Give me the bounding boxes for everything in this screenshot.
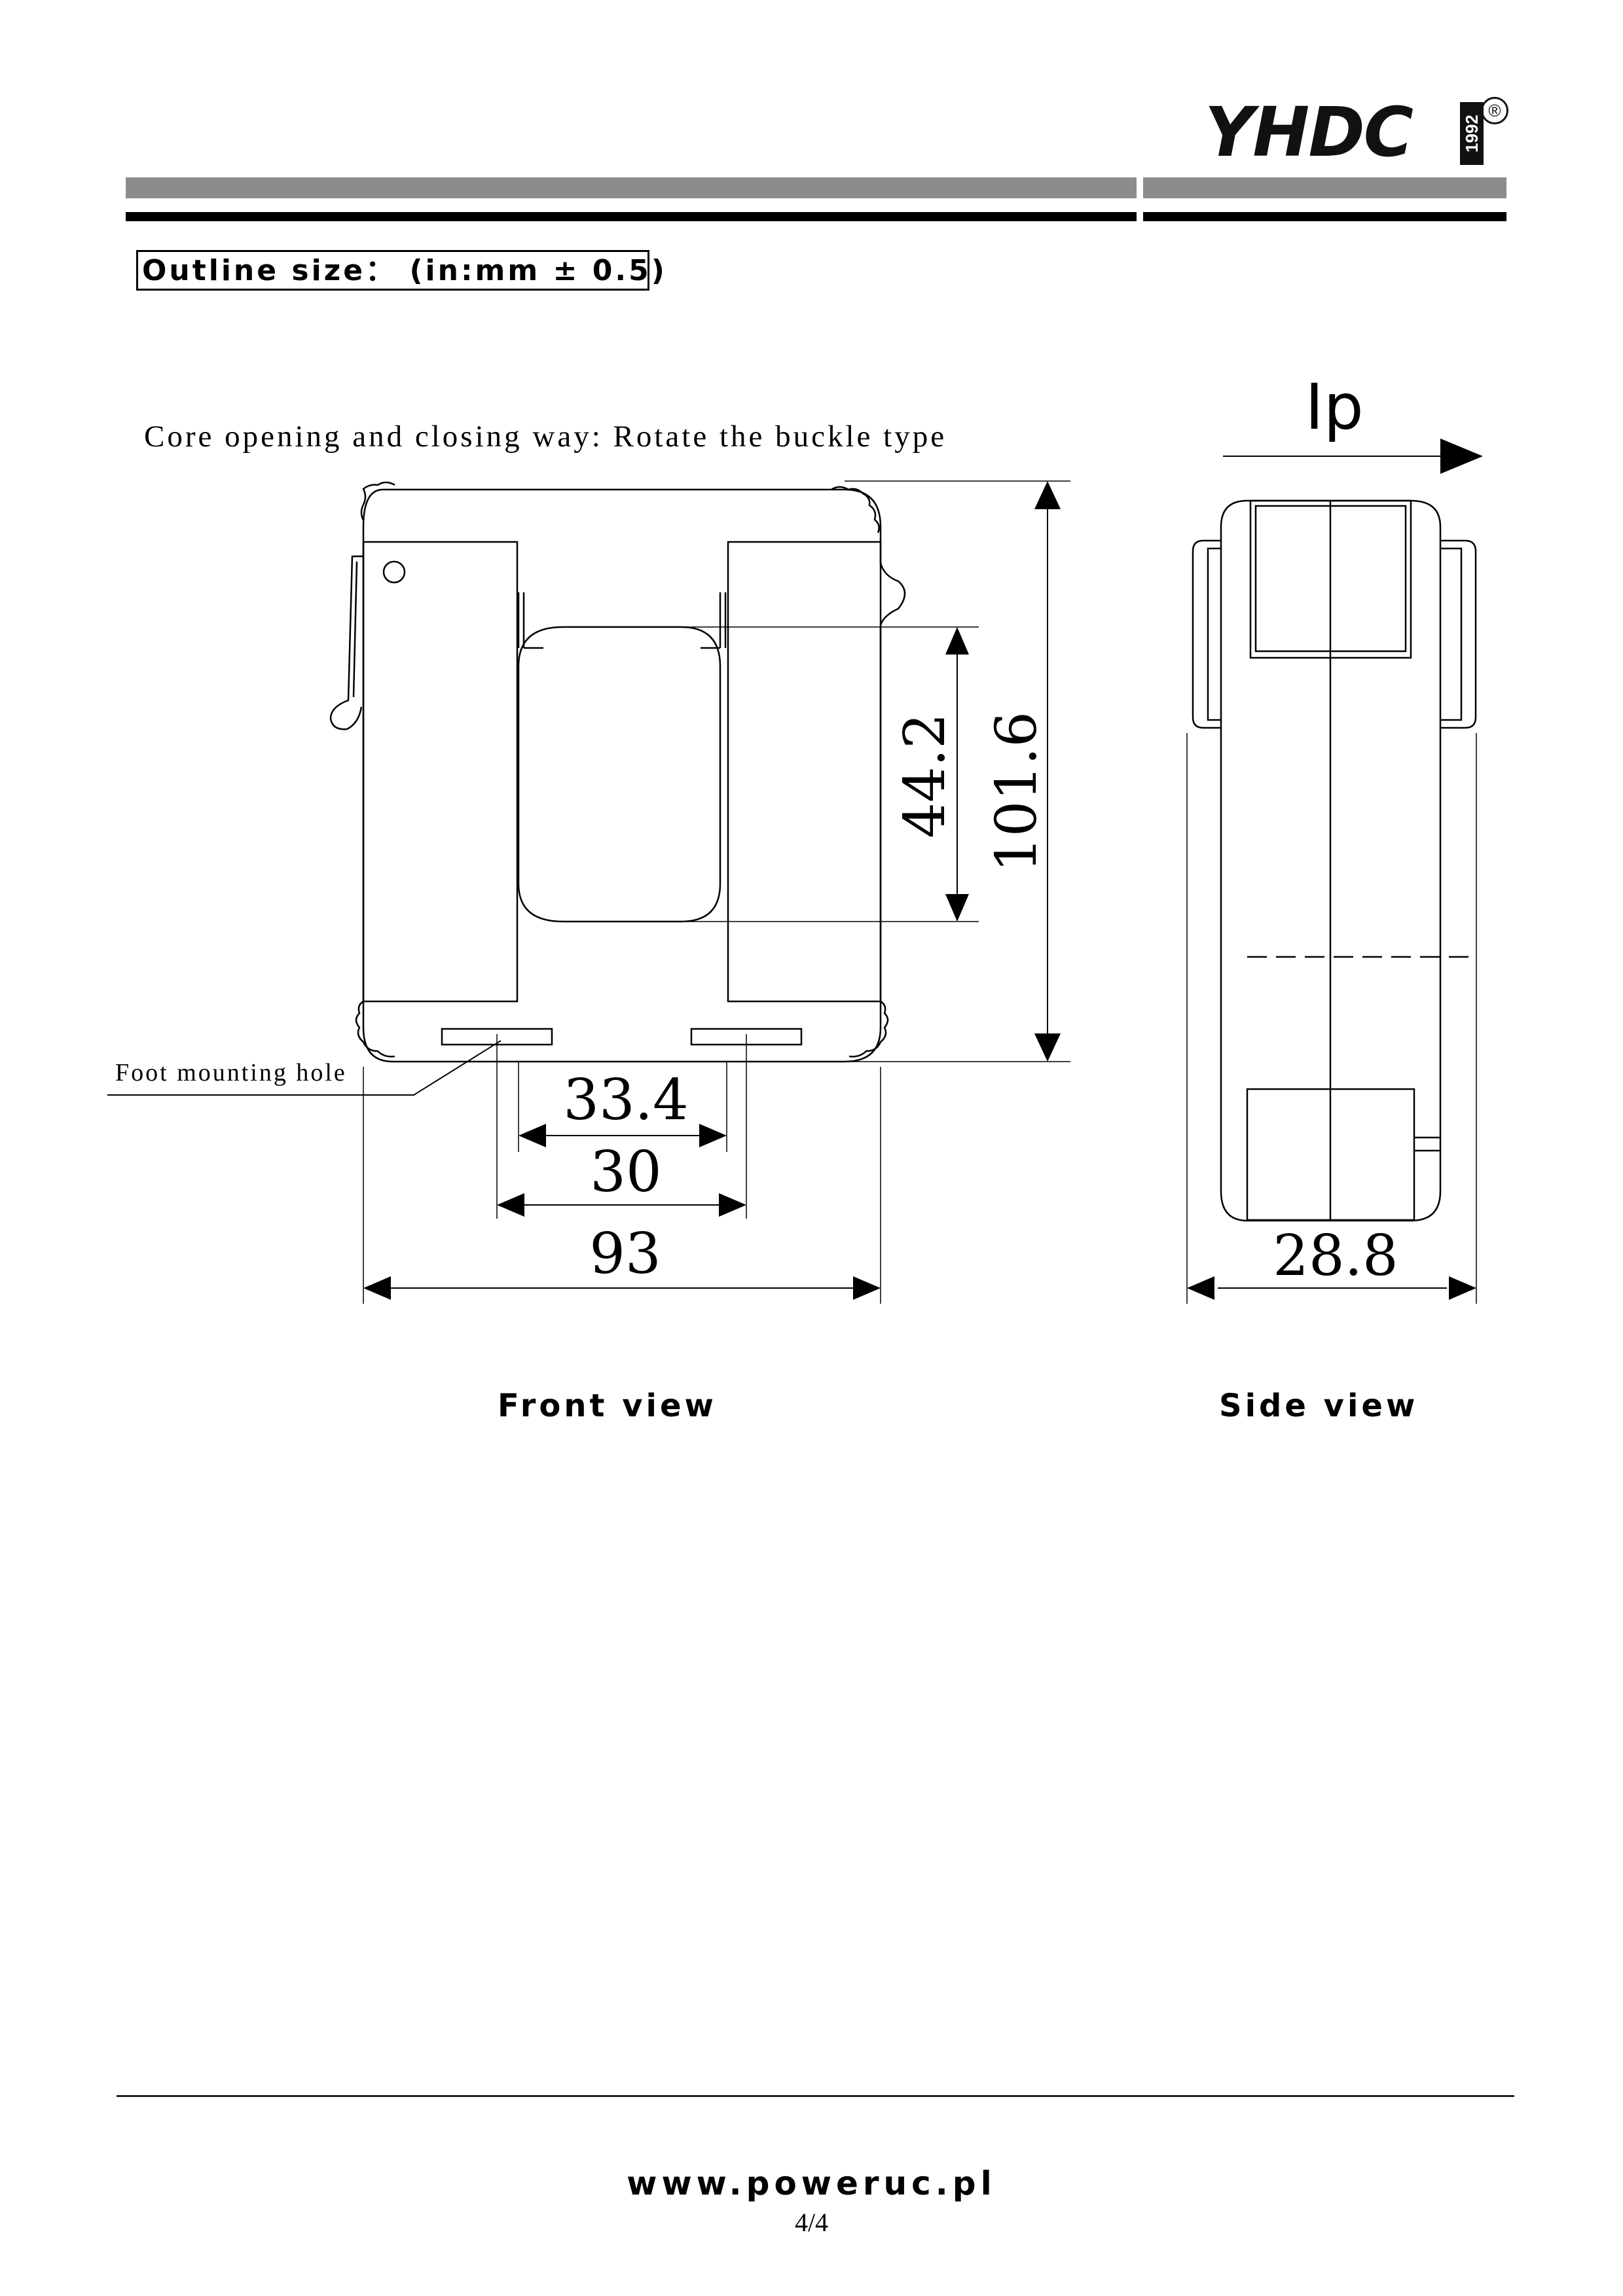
footer-divider [117, 2095, 1514, 2097]
dim-height-total: 101.6 [984, 711, 1049, 872]
outline-size-heading: Outline size： (in:mm ± 0.5) [136, 250, 665, 291]
front-right-leg [727, 541, 882, 1003]
dim-window-width: 33.4 [563, 1067, 688, 1133]
ip-arrow-head [1440, 439, 1483, 474]
arrow-33-left [519, 1124, 546, 1147]
arrow-44-bottom [945, 894, 969, 922]
logo-wordmark: YHDC [1205, 92, 1413, 172]
dim-width-total: 93 [589, 1221, 661, 1287]
dim-window-height: 44.2 [892, 713, 958, 838]
front-core-window [517, 626, 721, 923]
front-hole-circle [382, 560, 406, 584]
arrow-28-right [1449, 1276, 1476, 1300]
arrow-101-top [1034, 481, 1061, 509]
dim-side-depth: 28.8 [1273, 1223, 1398, 1289]
registered-mark: ® [1481, 97, 1508, 124]
front-left-leg [362, 541, 519, 1003]
scallop-bottom-right [848, 1000, 889, 1058]
scallop-bottom-left [355, 1000, 395, 1058]
arrow-28-left [1187, 1276, 1214, 1300]
arrow-44-top [945, 627, 969, 655]
arrow-93-left [363, 1276, 391, 1300]
header-black-bar-left [126, 212, 1137, 221]
scallop-top-left [360, 481, 395, 521]
header-black-bar-right [1143, 212, 1506, 221]
side-top-block [1249, 499, 1412, 659]
arrow-30-right [719, 1193, 746, 1217]
front-buckle [329, 555, 363, 730]
brand-logo: YHDC 1992 [1205, 98, 1493, 170]
front-view-label: Front view [498, 1388, 717, 1424]
header-grey-bar-right [1143, 177, 1506, 198]
footer-website-link[interactable]: www.poweruc.pl [627, 2164, 996, 2202]
arrow-101-bottom [1034, 1033, 1061, 1062]
foot-mounting-label: Foot mounting hole [115, 1059, 347, 1086]
core-opening-note: Core opening and closing way: Rotate the… [144, 420, 947, 454]
arrow-33-right [699, 1124, 727, 1147]
side-view-label: Side view [1219, 1388, 1419, 1424]
current-direction-label: Ip [1305, 370, 1363, 444]
header-grey-bar-left [126, 177, 1137, 198]
arrow-93-right [853, 1276, 881, 1300]
side-bottom-block [1246, 1088, 1415, 1221]
dim-hole-spacing: 30 [590, 1139, 661, 1205]
front-view-body [362, 488, 906, 1063]
page-number: 4/4 [794, 2208, 829, 2237]
arrow-30-left [497, 1193, 524, 1217]
scallop-top-right [831, 486, 880, 533]
